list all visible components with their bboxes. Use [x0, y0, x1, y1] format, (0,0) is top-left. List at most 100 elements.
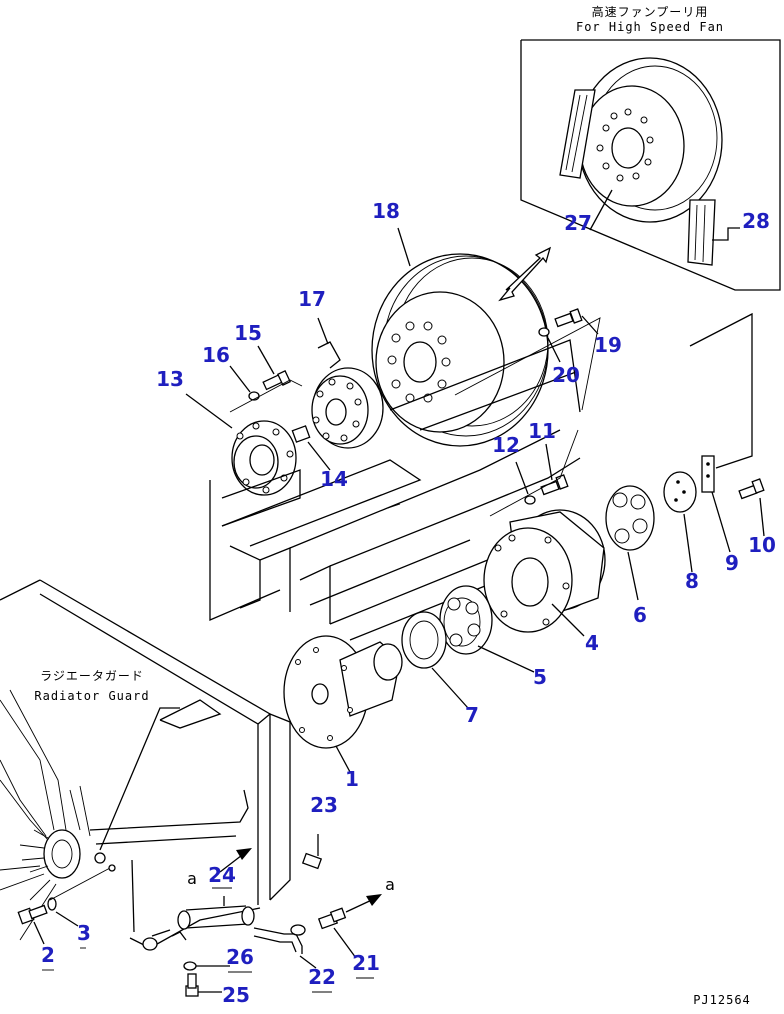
- inset-high-speed-fan: [520, 39, 781, 291]
- drawing-number: PJ12564: [693, 993, 751, 1007]
- leader-18: [397, 227, 411, 267]
- washer-26: [183, 961, 197, 971]
- callout-22: 22: [308, 965, 336, 989]
- flange-17: [311, 341, 384, 449]
- ref-mark-a-right: a: [385, 875, 395, 894]
- leader-4: [551, 603, 585, 637]
- leader-2: [33, 921, 45, 945]
- leader-17: [317, 317, 329, 345]
- callout-18: 18: [372, 199, 400, 223]
- callout-23: 23: [310, 793, 338, 817]
- spacer-7: [401, 611, 447, 669]
- callout-15: 15: [234, 321, 262, 345]
- fitting-lug: [94, 852, 106, 864]
- ref-mark-a-upper: a: [187, 869, 197, 888]
- callout-20: 20: [552, 363, 580, 387]
- callout-26: 26: [226, 945, 254, 969]
- bolt-10: [738, 478, 765, 500]
- inset-pulley: [577, 57, 723, 223]
- inset-title-jp: 高速ファンプーリ用: [592, 4, 709, 19]
- elbow-22: [253, 924, 306, 954]
- plate-9: [701, 455, 715, 493]
- fitting-23: [301, 834, 323, 870]
- leader-7: [431, 667, 469, 709]
- leader-21: [333, 927, 357, 959]
- callout-16: 16: [202, 343, 230, 367]
- housing-4: [483, 509, 606, 633]
- leader-12: [515, 461, 529, 495]
- double-arrow: [498, 246, 552, 302]
- leader-8: [683, 513, 693, 573]
- callout-28: 28: [742, 209, 770, 233]
- leader-13: [185, 393, 233, 429]
- callout-27: 27: [564, 211, 592, 235]
- axis-line-11: [489, 429, 579, 517]
- leader-3: [55, 911, 79, 927]
- fitting-14: [291, 425, 331, 471]
- leader-20: [547, 337, 561, 363]
- callout-24: 24: [208, 863, 236, 887]
- callout-9: 9: [725, 551, 739, 575]
- callout-1: 1: [345, 767, 359, 791]
- bolt-11: [540, 474, 569, 496]
- callout-25: 25: [222, 983, 250, 1007]
- callout-21: 21: [352, 951, 380, 975]
- leader-19: [581, 315, 599, 335]
- leader-22: [299, 955, 317, 969]
- callout-10: 10: [748, 533, 776, 557]
- fitting-lug-2: [108, 864, 116, 872]
- shaft-hub-1: [283, 635, 403, 749]
- callout-underlines: [42, 887, 374, 993]
- cap-8: [663, 471, 697, 513]
- radiator-guard: [0, 579, 291, 949]
- leader-15: [257, 345, 275, 375]
- leader-1: [335, 745, 351, 773]
- bolt-19: [554, 308, 583, 328]
- washer-12: [524, 495, 536, 505]
- bolt-25: [185, 973, 199, 997]
- fitting-21: [317, 907, 347, 930]
- leader-16: [229, 365, 251, 393]
- callout-8: 8: [685, 569, 699, 593]
- callout-17: 17: [298, 287, 326, 311]
- bearing-5: [439, 585, 493, 655]
- bearing-6: [605, 485, 655, 551]
- inset-title-en: For High Speed Fan: [576, 20, 724, 34]
- callout-13: 13: [156, 367, 184, 391]
- leader-6: [627, 551, 639, 601]
- fan: [0, 689, 91, 941]
- callout-4: 4: [585, 631, 599, 655]
- washer-3: [47, 897, 57, 911]
- callout-14: 14: [320, 467, 348, 491]
- callout-12: 12: [492, 433, 520, 457]
- leader-28: [712, 227, 740, 241]
- axis-line-19: [454, 317, 601, 411]
- callout-3: 3: [77, 921, 91, 945]
- hose-24: [142, 905, 255, 951]
- inset-belt: [559, 89, 716, 266]
- leader-11: [545, 443, 553, 481]
- callout-2: 2: [41, 943, 55, 967]
- callout-5: 5: [533, 665, 547, 689]
- inset-frame: [520, 39, 781, 291]
- leader-5: [477, 645, 535, 673]
- guard-label-en: Radiator Guard: [34, 689, 149, 703]
- axis-line-2: [49, 867, 111, 901]
- leader-9: [711, 491, 731, 553]
- arrow-to-a: [345, 894, 382, 913]
- arrow-from-a: [219, 848, 252, 873]
- callout-19: 19: [594, 333, 622, 357]
- leader-10: [759, 497, 765, 537]
- bolt-2: [17, 904, 48, 925]
- callout-6: 6: [633, 603, 647, 627]
- guard-label-jp: ラジエータガード: [40, 669, 144, 683]
- plate-frame-9: [689, 312, 753, 469]
- hub-13: [231, 420, 297, 496]
- callout-11: 11: [528, 419, 556, 443]
- pulley-18: [371, 253, 549, 447]
- callout-7: 7: [465, 703, 479, 727]
- axis-line-15: [229, 379, 303, 413]
- washer-20: [538, 327, 550, 337]
